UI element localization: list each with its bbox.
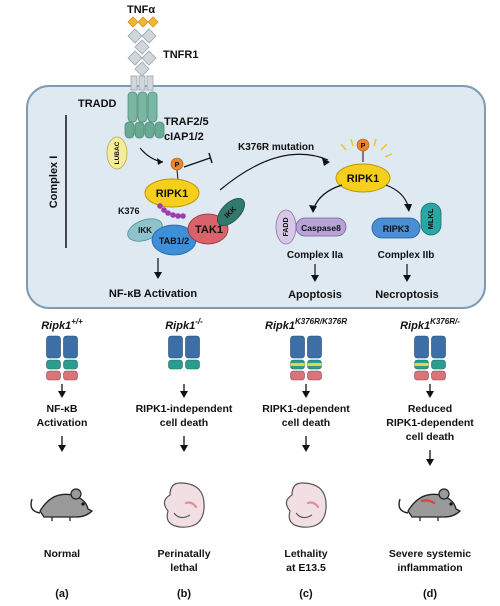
mouse-icon — [398, 488, 462, 521]
outcome-text: Activation — [37, 417, 88, 429]
mutation-label: K376R mutation — [238, 142, 314, 153]
panel-letter: (c) — [299, 588, 313, 600]
mutation-arrow — [219, 153, 329, 191]
caspase-label: Caspase8 — [301, 223, 341, 233]
lubac-shape — [106, 136, 128, 170]
genotype-column: Ripk1-/- RIPK1-independent cell deathPerin… — [136, 317, 233, 600]
outcome-text: cell death — [160, 417, 208, 429]
activation-burst — [340, 138, 393, 158]
ripk1-left-label: RIPK1 — [156, 188, 188, 200]
nfkb-activation-label: NF-κB Activation — [109, 288, 198, 300]
ripk1-right — [335, 163, 391, 193]
panel-letter: (d) — [423, 588, 437, 600]
genotype-label: Ripk1+/+ — [41, 317, 83, 332]
caspase-shape — [295, 217, 347, 237]
mlkl-label: MLKL — [426, 208, 435, 229]
k376-label: K376 — [118, 206, 140, 216]
receptor-dimer-icon — [168, 335, 200, 370]
genotype-column: Ripk1K376R/K376R RIPK1-dependent cell deat… — [262, 317, 350, 600]
tradd-complex — [124, 91, 165, 139]
arrow-to-complex-2b — [385, 184, 409, 207]
necroptosis-label: Necroptosis — [375, 289, 439, 301]
embryo-icon — [285, 482, 327, 528]
outcome-text: RIPK1-dependent — [386, 417, 474, 429]
panel-letter: (b) — [177, 588, 191, 600]
lubac-label: LUBAC — [114, 141, 121, 164]
ripk1-left — [144, 178, 200, 208]
ciap-label: cIAP1/2 — [164, 131, 204, 143]
phenotype-text: at E13.5 — [286, 562, 326, 574]
tak-label: TAK1 — [195, 224, 223, 236]
phospho-label-left: P — [175, 162, 180, 169]
phenotype-text: Perinatally — [157, 548, 210, 560]
embryo-icon — [163, 482, 205, 528]
inhibition-line — [183, 157, 211, 168]
tnf-alpha-label: TNFα — [127, 4, 155, 16]
outcome-text: Reduced — [408, 403, 452, 415]
ripk1-right-label: RIPK1 — [347, 173, 379, 185]
outcome-text: cell death — [282, 417, 330, 429]
ikk-left-label: IKK — [138, 226, 152, 235]
tradd-label: TRADD — [78, 98, 117, 110]
complex-2a-label: Complex IIa — [287, 250, 344, 261]
phenotype-text: Severe systemic — [389, 548, 471, 560]
ubiquitin-chain — [157, 203, 186, 219]
outcome-text: RIPK1-dependent — [262, 403, 350, 415]
tab-label: TAB1/2 — [159, 236, 189, 246]
mouse-icon — [30, 488, 94, 521]
outcome-text: RIPK1-independent — [136, 403, 233, 415]
phospho-marker-left — [170, 157, 184, 171]
mlkl-shape — [420, 202, 442, 236]
fadd-label: FADD — [283, 217, 290, 236]
phenotype-text: Lethality — [284, 548, 327, 560]
genotype-label: Ripk1-/- — [165, 317, 203, 332]
outcome-text: NF-κB — [47, 403, 78, 415]
traf-label: TRAF2/5 — [164, 116, 209, 128]
ikk-dark — [216, 197, 246, 227]
phenotype-text: inflammation — [397, 562, 462, 574]
phospho-marker-right — [356, 138, 370, 152]
complex-i-label: Complex I — [48, 156, 60, 209]
tnfr1-label: TNFR1 — [163, 49, 198, 61]
tnf-alpha-trimer — [127, 16, 159, 28]
ripk3-shape — [371, 217, 421, 239]
phenotype-text: lethal — [170, 562, 198, 574]
phospho-label-right: P — [361, 143, 366, 150]
complex-2b-label: Complex IIb — [378, 250, 435, 261]
receptor-dimer-icon — [414, 335, 446, 381]
cell-body — [26, 85, 486, 309]
genotype-label: Ripk1K376R/- — [400, 317, 460, 332]
phenotype-text: Normal — [44, 548, 80, 560]
ripk3-label: RIPK3 — [383, 224, 410, 234]
outcome-text: cell death — [406, 431, 454, 443]
arrow-to-complex-2a — [313, 184, 343, 209]
tnfr1-receptor — [127, 28, 157, 91]
receptor-dimer-icon — [46, 335, 78, 381]
panel-letter: (a) — [55, 588, 69, 600]
receptor-dimer-icon — [290, 335, 322, 381]
genotype-label: Ripk1K376R/K376R — [265, 317, 347, 332]
apoptosis-label: Apoptosis — [288, 289, 342, 301]
